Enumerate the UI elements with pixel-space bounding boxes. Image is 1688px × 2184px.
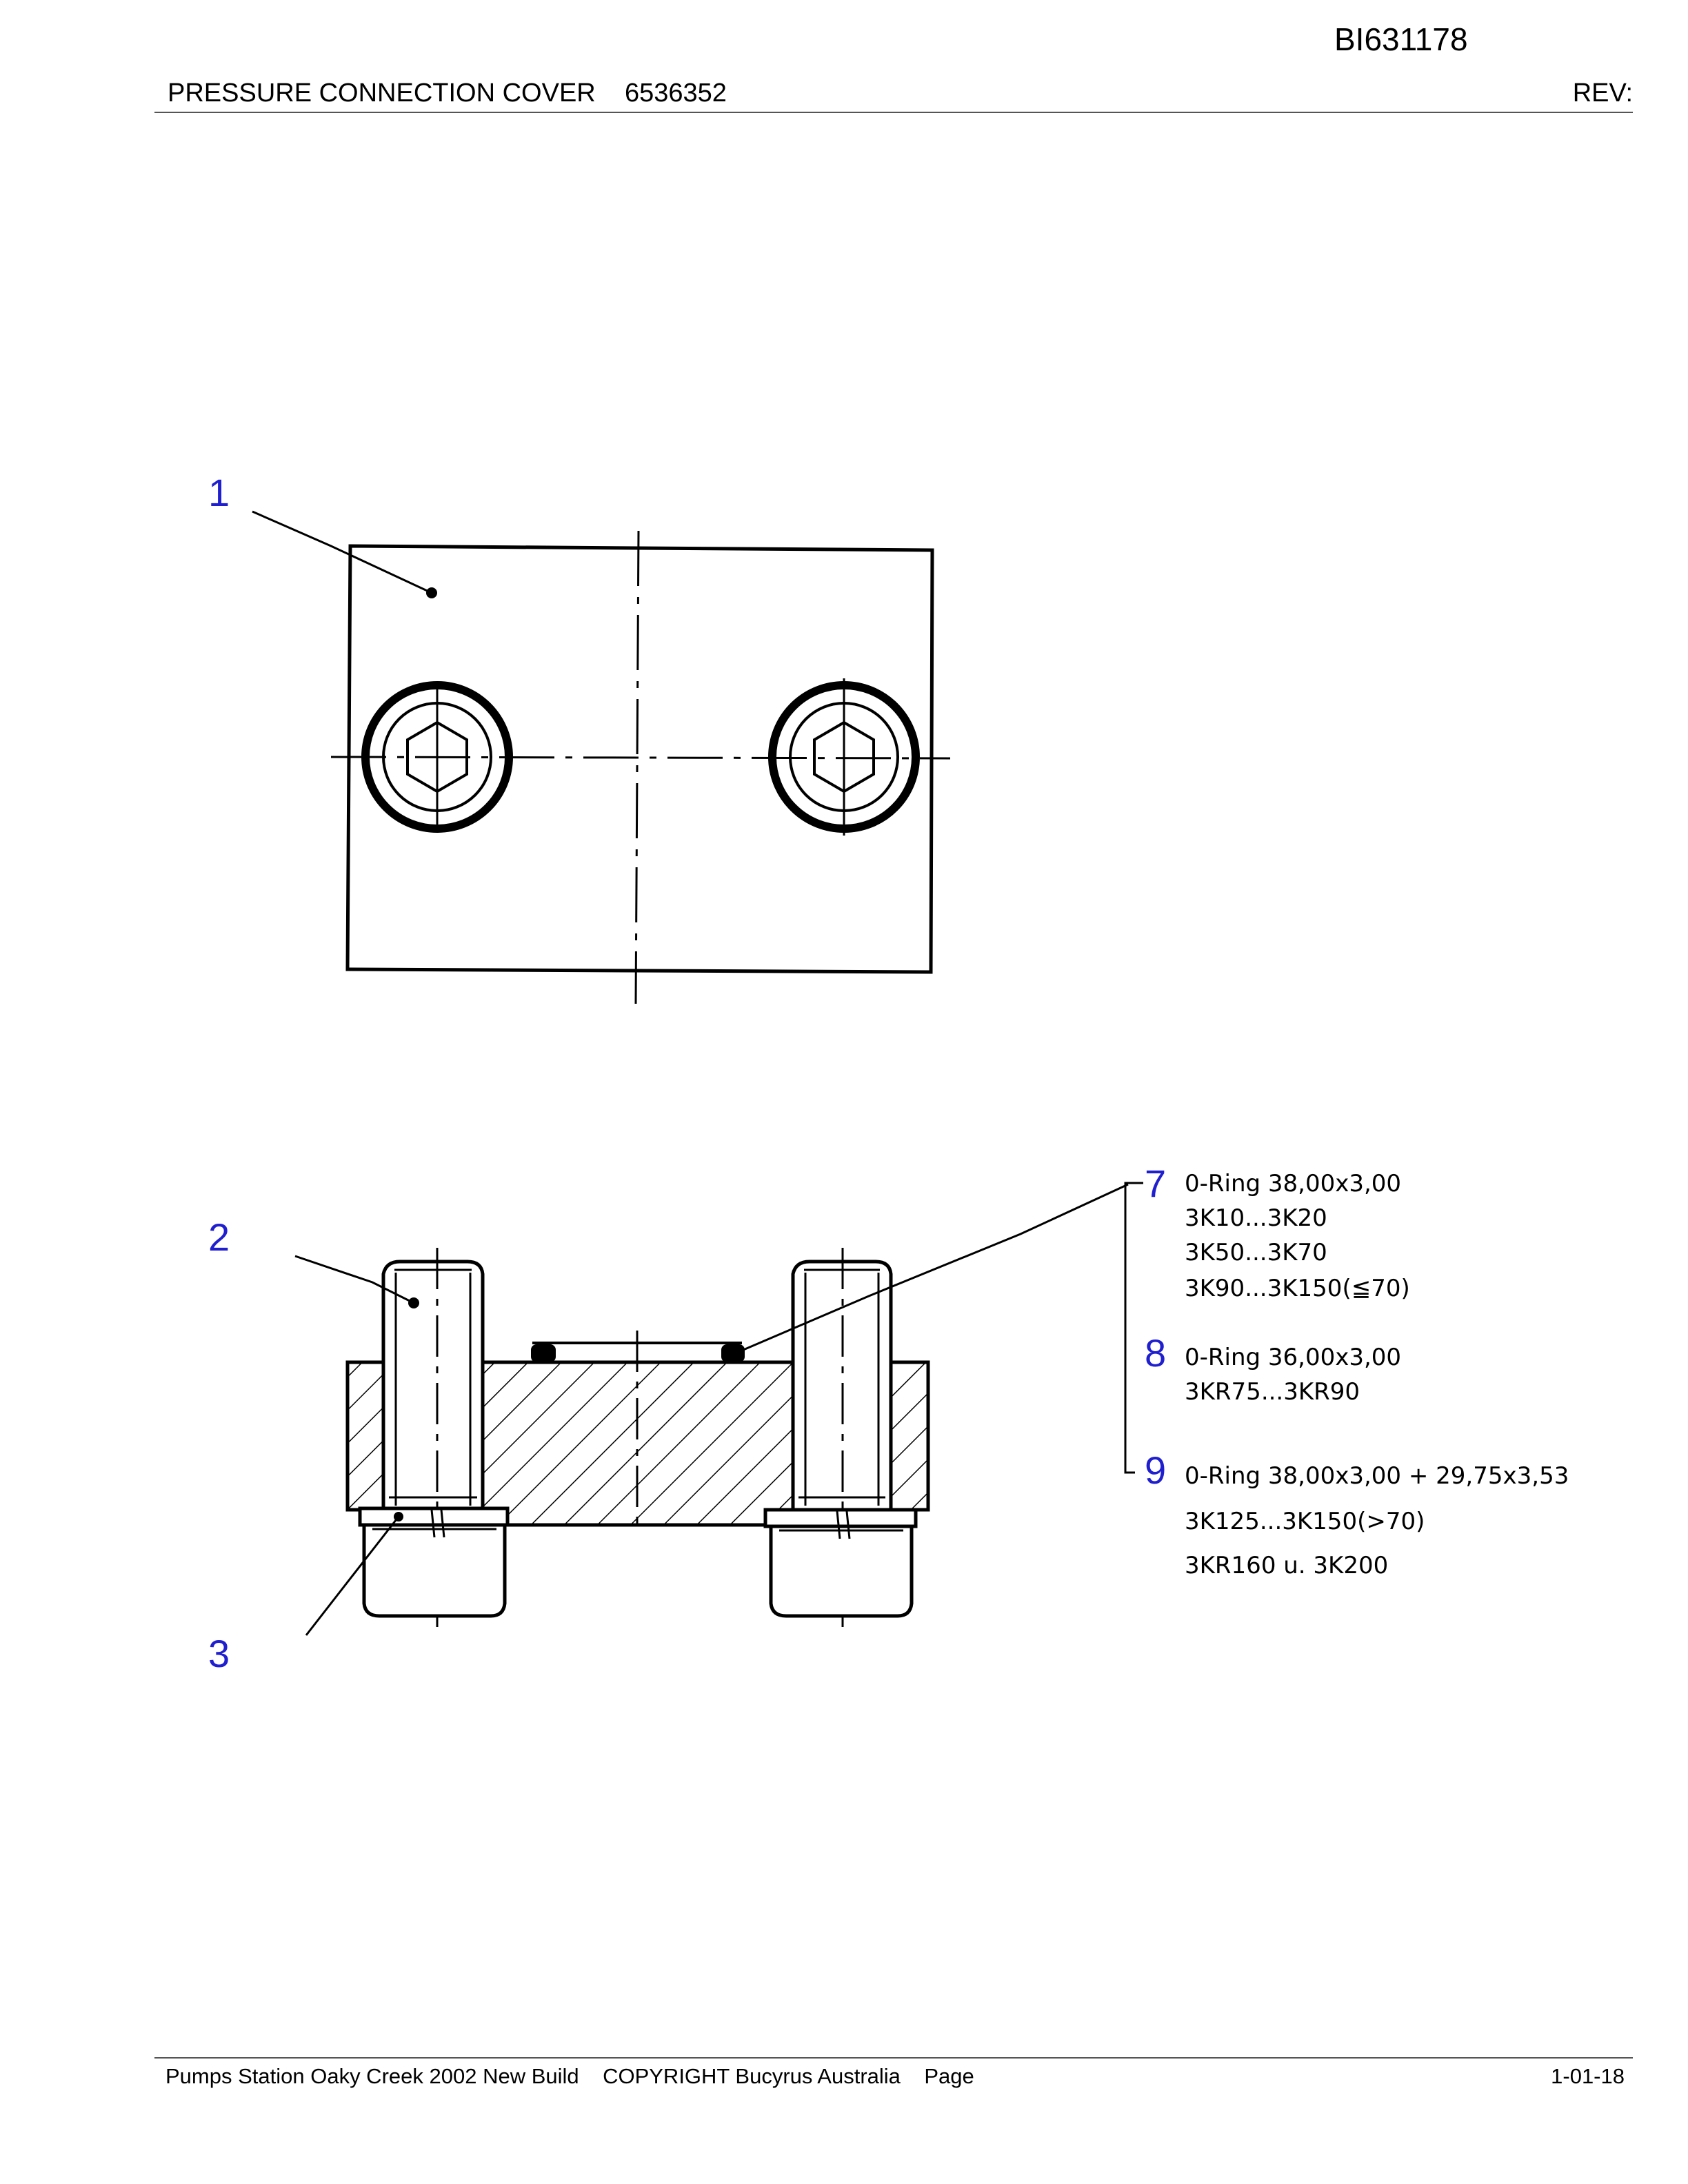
leader-line-2 — [294, 1255, 414, 1304]
leader-line-o-ring — [733, 1183, 1129, 1355]
spec-7-line-3: 3K50...3K70 — [1185, 1239, 1327, 1266]
spec-7-line-1: 0-Ring 38,00x3,00 — [1185, 1170, 1401, 1197]
document-id: BI631178 — [1334, 21, 1468, 57]
right-bolt-head — [768, 678, 920, 836]
page-number: 1-01-18 — [1551, 2064, 1625, 2088]
horizontal-centerline — [330, 756, 951, 760]
callout-bracket — [1124, 1182, 1143, 1474]
right-bolt-section — [763, 1248, 918, 1627]
callout-9: 9 — [1145, 1448, 1166, 1492]
left-bolt-head — [361, 681, 513, 833]
callout-8: 8 — [1145, 1331, 1166, 1375]
spec-7-line-2: 3K10...3K20 — [1185, 1204, 1327, 1232]
callout-1: 1 — [208, 471, 230, 514]
spec-9-line-1: 0-Ring 38,00x3,00 + 29,75x3,53 — [1185, 1462, 1569, 1490]
spec-7-line-4: 3K90...3K150(≦70) — [1185, 1275, 1410, 1302]
callout-7: 7 — [1145, 1162, 1166, 1205]
spec-9-line-2: 3K125...3K150(>70) — [1185, 1508, 1425, 1535]
page-title: PRESSURE CONNECTION COVER 6536352 — [168, 79, 727, 108]
leader-line-1 — [252, 510, 432, 594]
spec-8-line-1: 0-Ring 36,00x3,00 — [1185, 1344, 1401, 1371]
callout-2: 2 — [208, 1215, 230, 1259]
section-view — [294, 1182, 1143, 1636]
footer-text: Pumps Station Oaky Creek 2002 New Build … — [165, 2064, 974, 2088]
vertical-centerline — [634, 530, 640, 1004]
revision-label: REV: — [1572, 79, 1633, 108]
left-flange-section — [345, 1360, 385, 1512]
header-divider — [154, 112, 1633, 113]
top-view — [252, 510, 951, 1004]
callout-3: 3 — [208, 1632, 230, 1675]
left-bolt-section — [358, 1248, 510, 1627]
cover-plate-outline — [345, 544, 934, 974]
right-flange-section — [887, 1360, 930, 1512]
spec-9-line-3: 3KR160 u. 3K200 — [1185, 1552, 1388, 1579]
leader-line-3 — [305, 1516, 400, 1636]
footer-divider — [154, 2057, 1633, 2059]
spec-8-line-2: 3KR75...3KR90 — [1185, 1378, 1360, 1406]
